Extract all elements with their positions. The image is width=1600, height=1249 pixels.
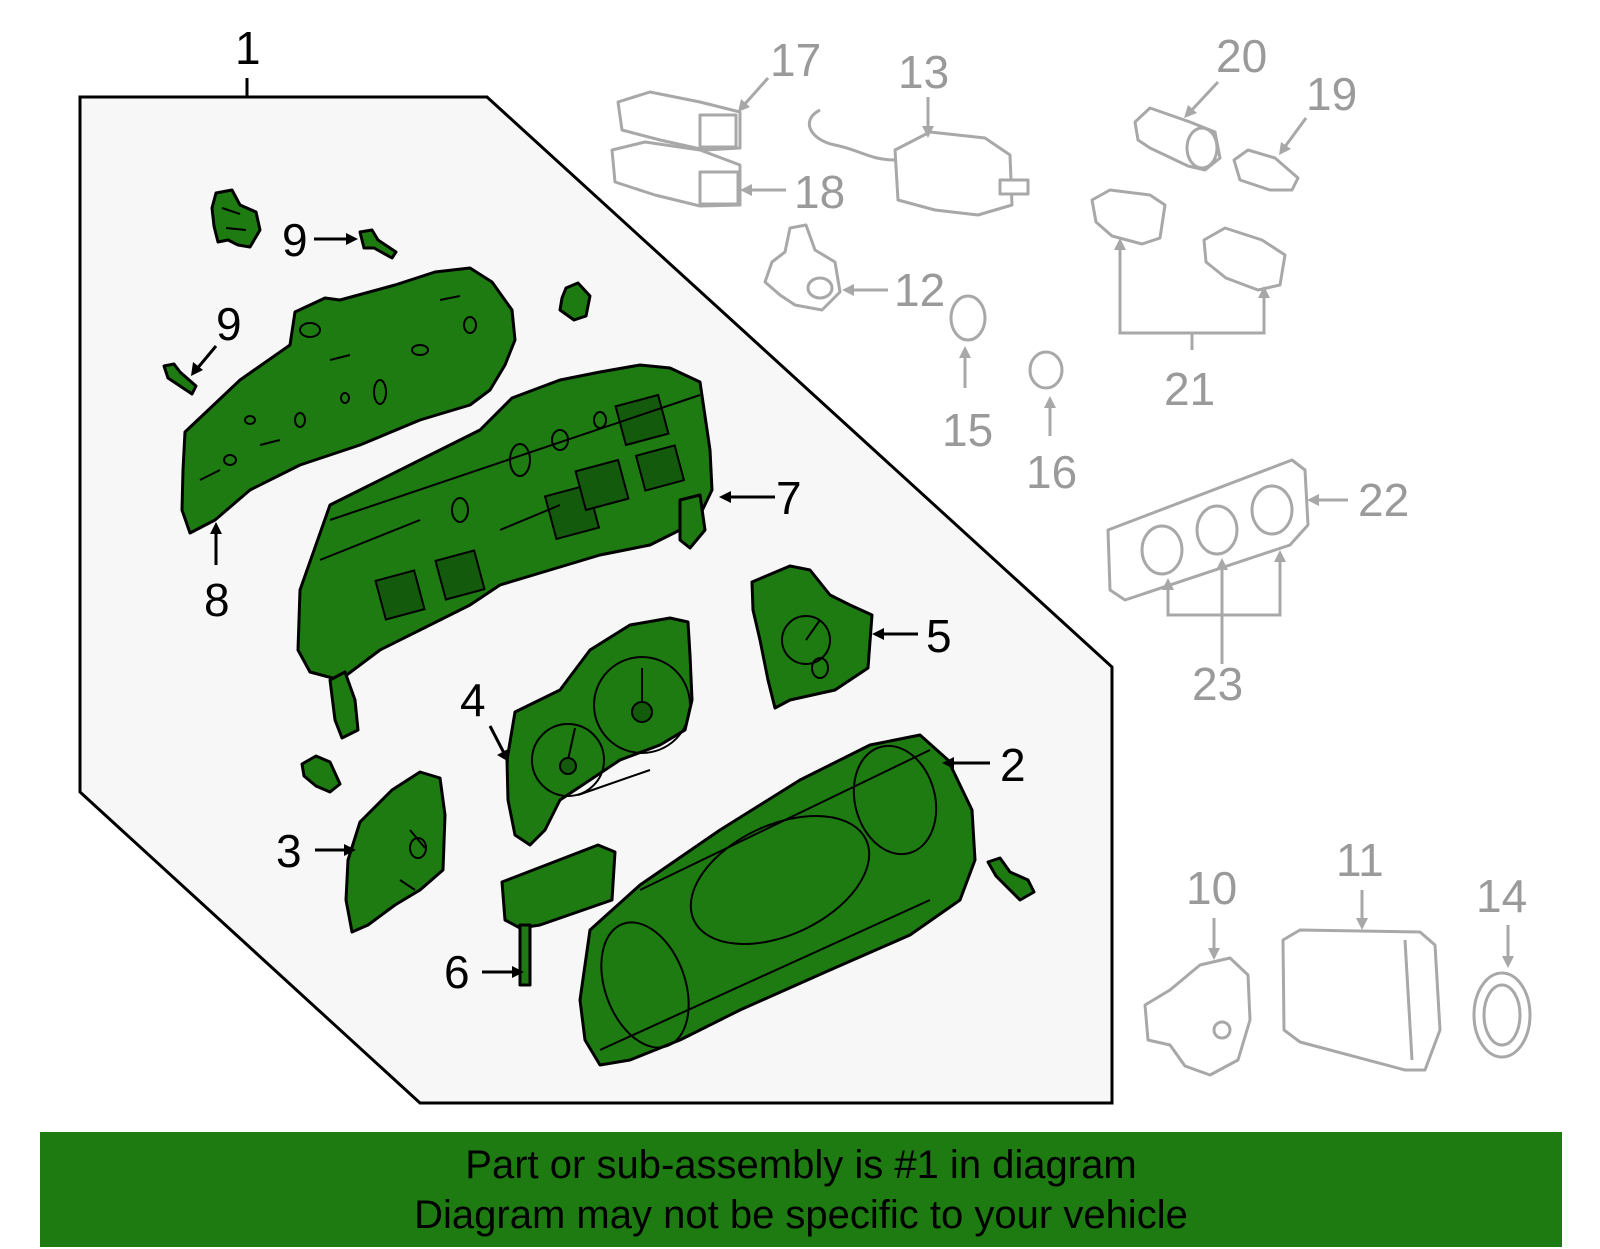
callout-11: 11 [1336, 834, 1384, 886]
callout-2: 2 [1000, 739, 1026, 791]
callout-17-arrow [742, 77, 770, 106]
callout-19: 19 [1306, 68, 1357, 120]
arrowhead [1279, 142, 1291, 155]
part-3-gauge-module [344, 770, 447, 934]
callout-21: 21 [1164, 363, 1215, 415]
arrowhead [1502, 956, 1514, 968]
callout-20: 20 [1216, 30, 1267, 82]
callout-7: 7 [776, 472, 802, 524]
callout-4: 4 [460, 674, 486, 726]
arrowhead [210, 522, 222, 534]
part-21-knob-b [1202, 226, 1287, 292]
part-16-bulb [1028, 350, 1064, 390]
part-4-gauge-face [505, 616, 694, 847]
arrowhead [1356, 918, 1368, 930]
arrowhead [1208, 948, 1220, 960]
callout-15: 15 [942, 404, 993, 456]
callout-22: 22 [1358, 474, 1409, 526]
part-19-socket [1232, 148, 1300, 192]
part-17-switch [616, 90, 742, 152]
part-screw-right [986, 856, 1036, 902]
callout-9-upper: 9 [282, 214, 308, 266]
callout-6: 6 [444, 946, 470, 998]
arrowhead [512, 966, 524, 978]
arrowhead [922, 126, 934, 138]
part-11-module [1281, 928, 1442, 1072]
callout-5: 5 [926, 610, 952, 662]
callout-12: 12 [894, 264, 945, 316]
arrowhead [872, 628, 884, 640]
part-14-bulb [1472, 971, 1532, 1059]
part-5-gauge-module [750, 564, 874, 710]
arrowhead [1044, 396, 1056, 408]
callout-4-arrow [488, 725, 507, 756]
arrowhead [344, 844, 356, 856]
part-clip [558, 281, 592, 322]
arrowhead [740, 184, 752, 196]
info-banner: Part or sub-assembly is #1 in diagram Di… [40, 1132, 1562, 1247]
callout-17: 17 [770, 34, 821, 86]
callout-21-bracket [1118, 246, 1266, 350]
part-18-switch [610, 140, 742, 208]
part-peg [300, 754, 342, 794]
banner-line-1: Part or sub-assembly is #1 in diagram [465, 1143, 1137, 1187]
arrowhead [1274, 550, 1286, 562]
part-22-control-panel [1106, 458, 1310, 602]
arrowhead [1258, 286, 1270, 298]
arrowhead [842, 284, 854, 296]
arrowhead [1114, 238, 1126, 250]
callout-9-left: 9 [216, 298, 242, 350]
callout-23-bracket [1166, 560, 1282, 664]
callout-20-arrow [1188, 80, 1220, 114]
arrowhead [1216, 558, 1228, 570]
part-12-sensor [763, 223, 842, 312]
arrowhead [1307, 494, 1319, 506]
callout-16: 16 [1026, 446, 1077, 498]
part-9-screw-left [162, 362, 198, 396]
arrowhead [191, 362, 203, 376]
part-7-housing [296, 363, 714, 740]
callout-10: 10 [1186, 862, 1237, 914]
part-15-bulb [949, 294, 987, 342]
arrowhead [497, 749, 509, 762]
part-20-socket [1133, 106, 1222, 172]
callout-14: 14 [1476, 870, 1527, 922]
callout-1: 1 [235, 22, 261, 74]
part-21-knob-a [1090, 188, 1167, 246]
part-10-sensor [1143, 956, 1252, 1077]
part-2-lens-bezel [578, 733, 977, 1067]
arrowhead [959, 346, 971, 358]
callout-18: 18 [794, 166, 845, 218]
arrowhead [942, 757, 954, 769]
arrowhead [1184, 105, 1197, 118]
banner-line-2: Diagram may not be specific to your vehi… [414, 1193, 1188, 1237]
callout-13: 13 [898, 46, 949, 98]
callout-23: 23 [1192, 658, 1243, 710]
part-13-switch [807, 108, 1030, 217]
callout-9-left-arrow [194, 345, 218, 371]
arrowhead [719, 491, 731, 503]
part-bracket-top [210, 188, 262, 249]
arrowhead [1162, 578, 1174, 590]
part-9-screw-upper [358, 228, 398, 260]
part-6-button [500, 843, 617, 987]
arrowhead [346, 233, 358, 245]
callout-3: 3 [276, 825, 302, 877]
callout-8: 8 [204, 574, 230, 626]
callout-19-arrow [1282, 117, 1308, 149]
part-8-circuit-board [180, 266, 517, 535]
arrowhead [738, 99, 750, 112]
